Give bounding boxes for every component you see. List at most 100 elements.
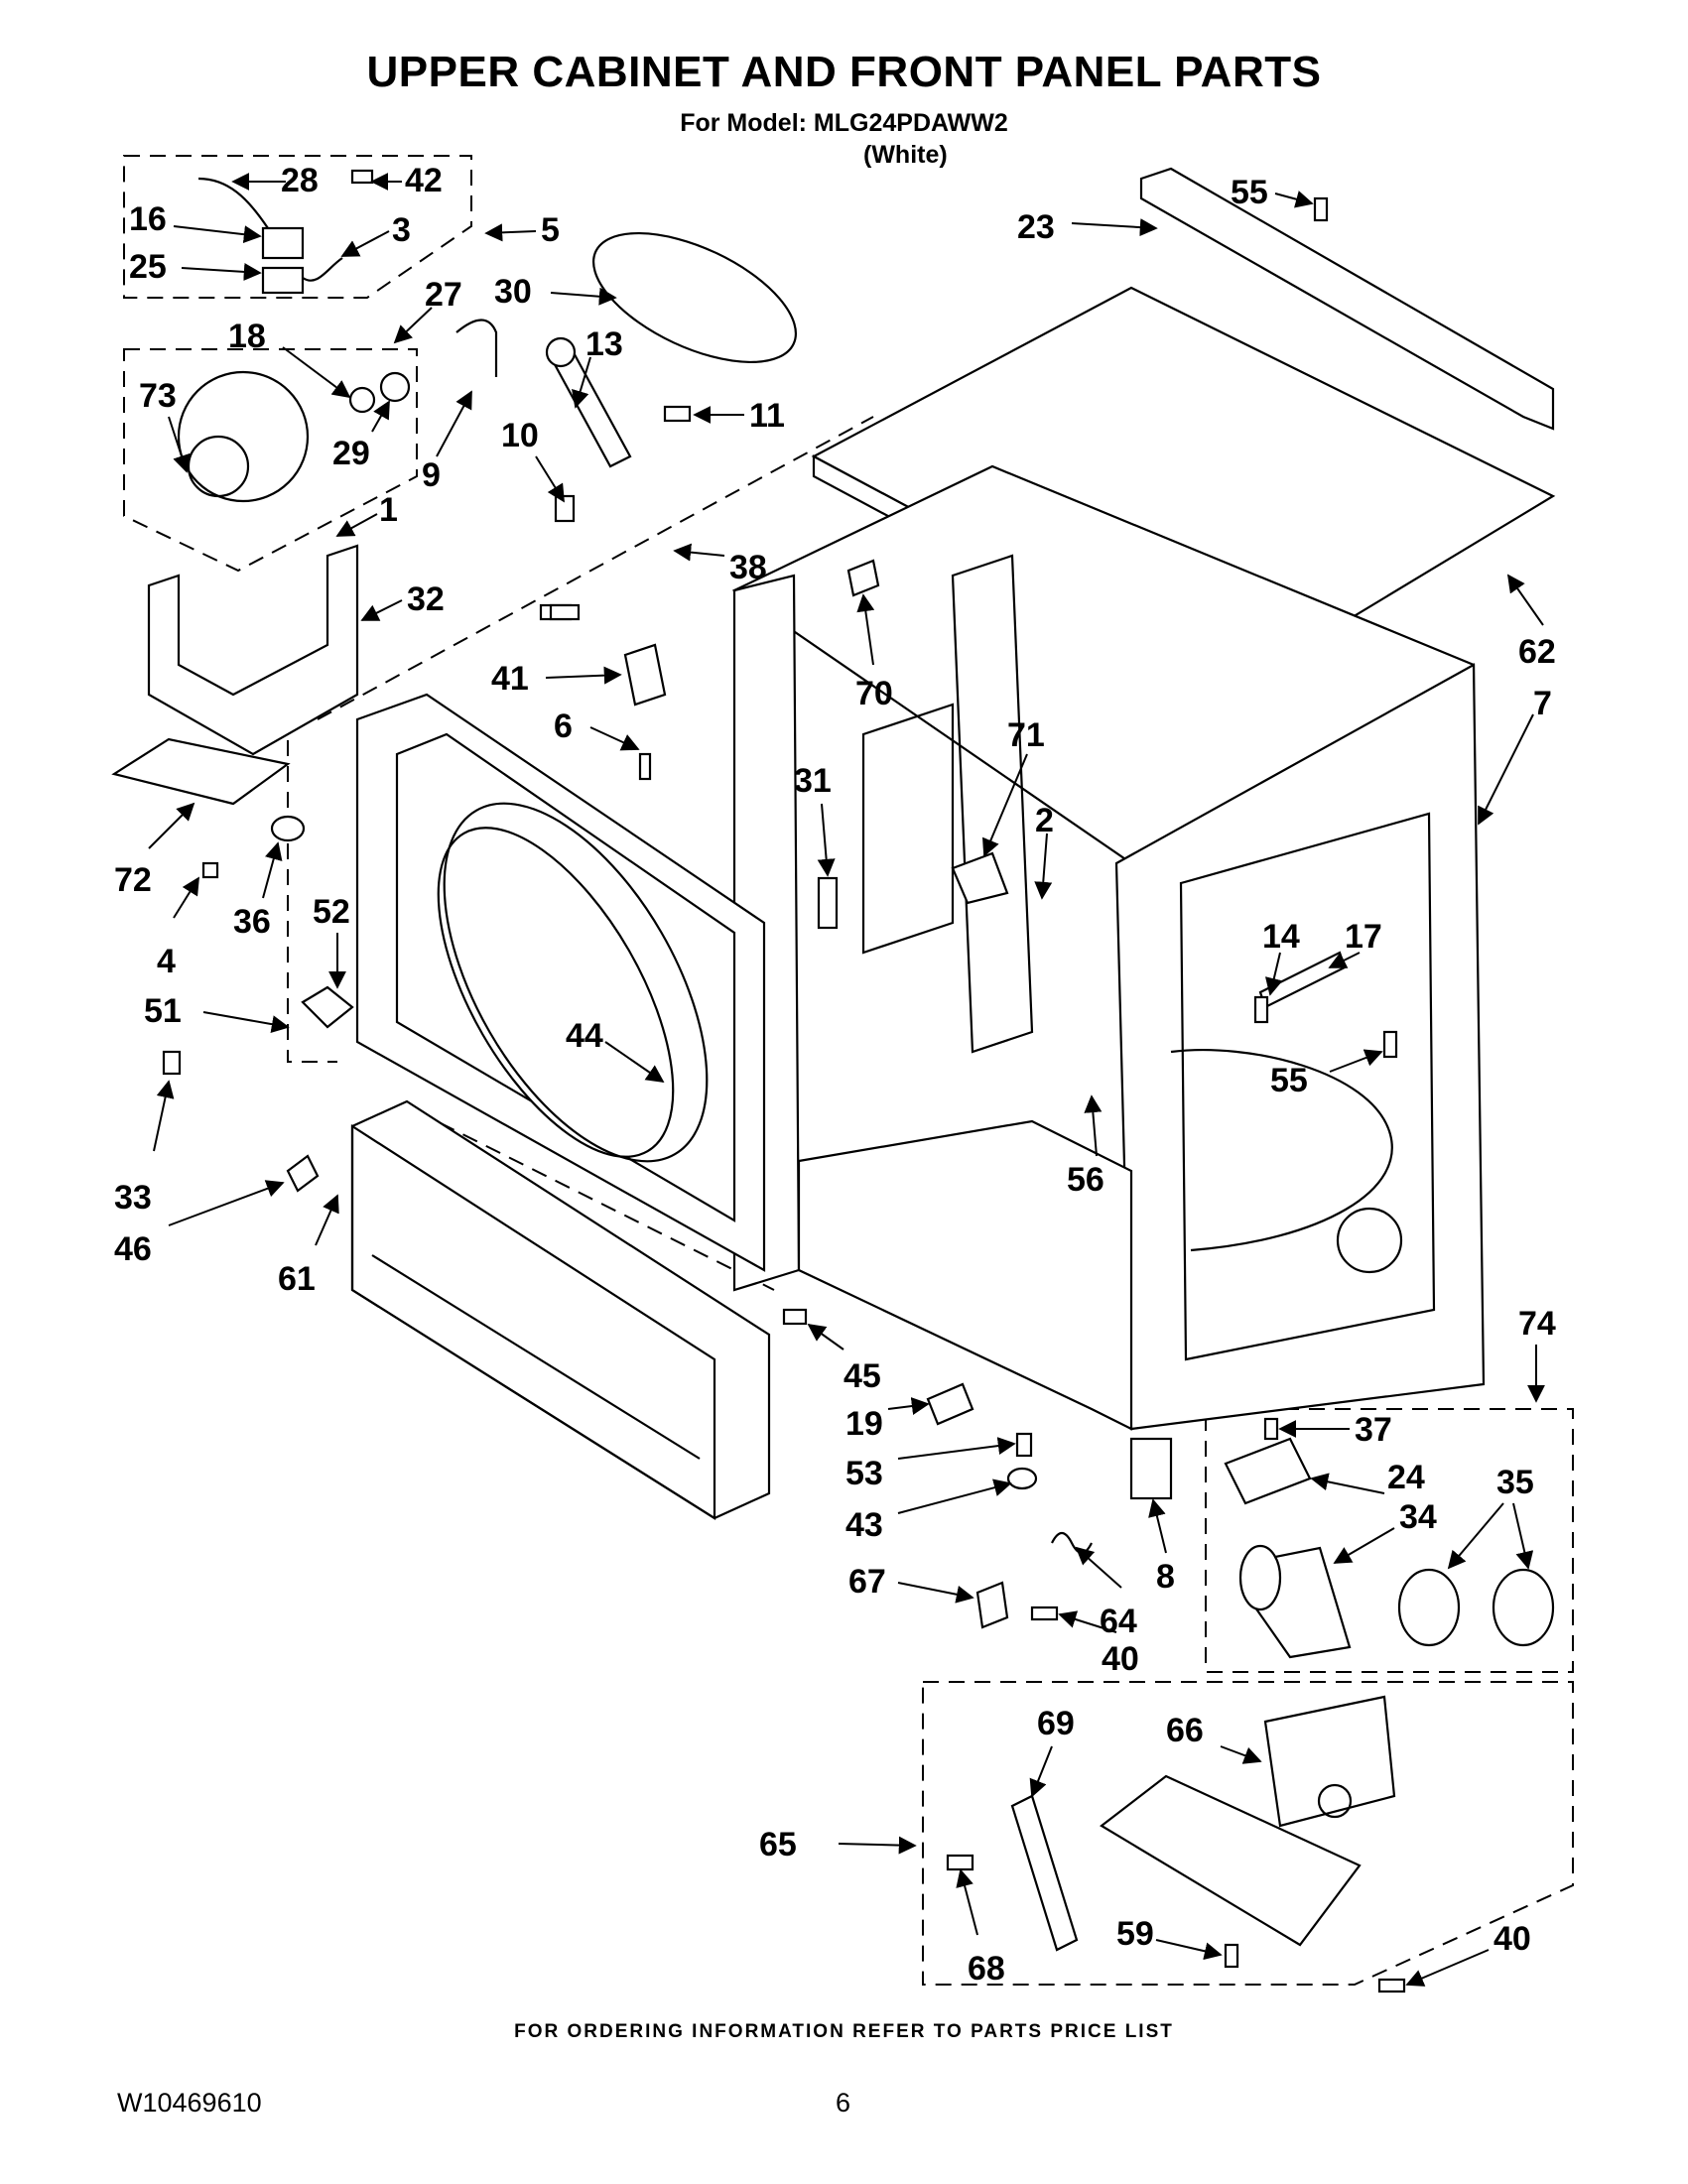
callout-30: 30 xyxy=(494,273,532,311)
callout-19: 19 xyxy=(845,1405,883,1443)
toe-panel-slot xyxy=(371,1254,701,1460)
callout-14: 14 xyxy=(1262,918,1300,956)
hinge-51 xyxy=(301,985,354,1029)
callout-52: 52 xyxy=(313,893,350,931)
page-title: UPPER CABINET AND FRONT PANEL PARTS xyxy=(366,48,1322,96)
igniter-69 xyxy=(1010,1794,1079,1952)
bracket-71 xyxy=(951,851,1009,905)
exhaust-cap-35b xyxy=(1492,1568,1555,1647)
page-number: 6 xyxy=(836,2088,851,2118)
duct-opening-34 xyxy=(1238,1544,1282,1611)
screw-4 xyxy=(201,861,219,879)
screw-40a xyxy=(1030,1606,1059,1621)
top-bracket-strip xyxy=(1139,167,1555,431)
screw-53 xyxy=(1015,1432,1033,1458)
toe-panel-front xyxy=(350,1123,716,1520)
screw-14 xyxy=(1253,995,1269,1024)
drive-belt xyxy=(591,231,798,364)
color-line: (White) xyxy=(863,141,948,169)
cabinet-side-panel-rib xyxy=(861,703,955,955)
pulley-18 xyxy=(348,386,376,414)
callout-71: 71 xyxy=(1007,716,1045,754)
callout-11: 11 xyxy=(749,397,785,435)
callout-40b: 40 xyxy=(1493,1920,1531,1958)
wire-28 xyxy=(197,177,269,229)
callout-40: 40 xyxy=(1102,1640,1139,1678)
callout-27: 27 xyxy=(425,276,462,314)
door-opening xyxy=(437,827,675,1158)
wire-3 xyxy=(302,257,343,282)
bracket-67 xyxy=(975,1581,1009,1629)
switch-group-box xyxy=(123,155,472,299)
gas-valve-box xyxy=(922,1681,1574,1986)
callout-61: 61 xyxy=(278,1260,316,1298)
motor-clamp-27 xyxy=(455,319,498,377)
toe-panel-dash xyxy=(416,1110,775,1291)
drive-motor-body xyxy=(177,370,310,503)
spring-10 xyxy=(554,494,576,523)
switch-16 xyxy=(261,226,305,260)
callout-38: 38 xyxy=(729,549,767,586)
callout-2: 2 xyxy=(1035,802,1054,839)
screw-11 xyxy=(663,405,692,423)
callout-33: 33 xyxy=(114,1179,152,1217)
ordering-note: FOR ORDERING INFORMATION REFER TO PARTS … xyxy=(514,2021,1174,2042)
callout-55: 55 xyxy=(1231,174,1268,211)
callout-6: 6 xyxy=(554,707,573,745)
callout-56: 56 xyxy=(1067,1161,1104,1199)
washer-36 xyxy=(270,815,306,842)
callout-5: 5 xyxy=(541,211,560,249)
cabinet-base xyxy=(797,1119,1133,1431)
screw-42 xyxy=(350,169,374,185)
callout-labels: 28 42 16 3 5 25 27 30 13 18 73 29 9 10 1… xyxy=(114,162,1556,1988)
callout-16: 16 xyxy=(129,200,167,238)
switch-25 xyxy=(261,266,305,295)
switch-41 xyxy=(623,643,667,707)
callout-64: 64 xyxy=(1100,1603,1137,1640)
cabinet-inner-cutout xyxy=(1179,812,1436,1361)
leveling-leg-8 xyxy=(1129,1437,1173,1500)
callout-3: 3 xyxy=(392,211,411,249)
callout-25: 25 xyxy=(129,248,167,286)
callout-42: 42 xyxy=(405,162,443,199)
callout-34: 34 xyxy=(1399,1498,1437,1536)
valve-port-66 xyxy=(1317,1783,1353,1819)
screw-55a xyxy=(1313,196,1329,222)
callout-72: 72 xyxy=(114,861,152,899)
callout-41: 41 xyxy=(491,660,529,698)
callout-32: 32 xyxy=(407,580,445,618)
insulation-pad xyxy=(111,737,291,806)
clip-19 xyxy=(926,1382,974,1426)
exhaust-cap-35a xyxy=(1397,1568,1461,1647)
callout-8: 8 xyxy=(1156,1558,1175,1596)
screw-40b xyxy=(1377,1978,1406,1993)
callout-46: 46 xyxy=(114,1230,152,1268)
screw-45 xyxy=(782,1308,808,1326)
callout-67: 67 xyxy=(848,1563,886,1601)
callout-59: 59 xyxy=(1116,1915,1154,1953)
callout-62: 62 xyxy=(1518,633,1556,671)
exhaust-hole xyxy=(1336,1207,1403,1274)
bracket-31 xyxy=(817,876,839,930)
motor-mount-bracket xyxy=(147,544,359,756)
washer-43 xyxy=(1006,1467,1038,1490)
cabinet-seal xyxy=(1170,1049,1393,1252)
burner-tube-65 xyxy=(1100,1774,1362,1947)
callout-74: 74 xyxy=(1518,1305,1556,1343)
callout-4: 4 xyxy=(157,943,176,980)
door-opening-rim xyxy=(443,802,709,1163)
motor-group-box xyxy=(123,348,418,573)
screw-37 xyxy=(1263,1417,1279,1441)
screw-68 xyxy=(946,1854,974,1871)
idler-pulley-13 xyxy=(545,336,577,368)
callout-37: 37 xyxy=(1355,1411,1392,1449)
callout-23: 23 xyxy=(1017,208,1055,246)
callout-28: 28 xyxy=(281,162,319,199)
callout-29: 29 xyxy=(332,435,370,472)
callout-13: 13 xyxy=(585,325,623,363)
clip-46 xyxy=(286,1154,320,1193)
pulley-29 xyxy=(379,371,411,403)
callout-66: 66 xyxy=(1166,1712,1204,1749)
callout-65: 65 xyxy=(759,1826,797,1863)
